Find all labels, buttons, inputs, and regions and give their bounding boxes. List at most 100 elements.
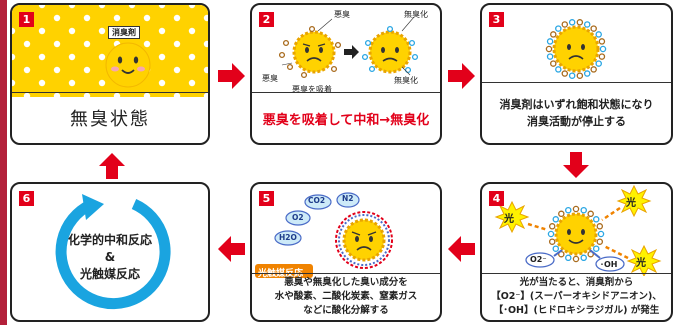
bubble-n2: N2	[342, 194, 354, 203]
molecule-dot	[587, 210, 594, 218]
cycle-ring-icon	[55, 194, 171, 310]
center-line: 化学的中和反応	[67, 233, 152, 247]
molecule-dot	[572, 205, 580, 213]
light-label: 光	[626, 198, 636, 209]
molecule-dot	[583, 21, 591, 28]
gas-bubble	[274, 192, 360, 246]
smiling-face	[554, 212, 598, 256]
molecule-dot	[548, 223, 556, 230]
panel-5-caption: 悪臭や無臭化した臭い成分を 水や酸素、二酸化炭素、窒素ガス などに酸化分解する	[252, 273, 440, 320]
molecule-dot	[583, 70, 591, 77]
arrow-left-icon	[218, 236, 245, 262]
molecule-dot	[555, 25, 562, 32]
light-label: 光	[504, 214, 514, 225]
adsorption-illustration	[278, 16, 419, 79]
honeycomb-illustration	[12, 5, 208, 97]
caption-line: 消臭活動が停止する	[527, 115, 626, 128]
decomposition-illustration	[255, 192, 393, 278]
molecule-dot	[561, 21, 569, 28]
molecule-dot	[580, 206, 587, 214]
left-edge-bar	[0, 0, 7, 325]
molecule-dot	[565, 206, 572, 214]
molecule-dot	[580, 254, 587, 262]
panel-3-caption: 消臭剤はいずれ飽和状態になり 消臭活動が停止する	[482, 82, 671, 143]
molecule-dot	[576, 19, 584, 26]
panel-6-center-text: 化学的中和反応 & 光触媒反応	[12, 232, 208, 283]
arrow-left-icon	[448, 236, 475, 262]
caption-line: 悪臭や無臭化した臭い成分を	[284, 277, 408, 288]
panel-6: 6 化学的中和反応 & 光触媒反応	[10, 182, 210, 322]
photocatalysis-tag: 光触媒反応	[258, 269, 304, 279]
molecule-dot	[565, 254, 572, 262]
panel-1: 1 消臭剤 無臭状態	[10, 3, 210, 145]
hydroxyl-label: ･OH	[600, 260, 618, 269]
arrow-right-icon	[218, 63, 245, 89]
panel-4: 4 光 光 光 O2⁻ ･OH 光が当たると、消臭剤から 【O2⁻】(スーパーオ…	[480, 182, 673, 322]
molecule-dot	[598, 38, 606, 45]
caption-line: などに酸化分解する	[303, 305, 389, 316]
molecule-dot	[552, 245, 560, 252]
molecule-dot	[561, 70, 569, 77]
superoxide-label: O2⁻	[530, 255, 547, 264]
molecule-dot	[592, 216, 600, 223]
step-number: 6	[19, 191, 34, 206]
arrow-down-icon	[563, 152, 589, 178]
light-burst-icon	[616, 184, 652, 218]
saturated-molecules	[545, 19, 607, 79]
panel-1-caption: 無臭状態	[12, 92, 208, 143]
arrow-icon	[344, 45, 359, 59]
sad-face	[552, 25, 600, 73]
molecule-dot	[568, 19, 576, 26]
molecule-dot	[592, 245, 600, 252]
bubble-h2o: H2O	[279, 233, 297, 242]
caption-line: 光が当たると、消臭剤から	[519, 277, 634, 288]
molecule-dot	[599, 45, 607, 53]
panel-2-caption: 悪臭を吸着して中和→無臭化	[252, 92, 440, 143]
worried-face	[278, 25, 342, 79]
sweating-face	[361, 25, 419, 74]
light-burst-icon	[626, 244, 662, 276]
molecule-dot	[568, 72, 576, 79]
bubble-co2: CO2	[308, 196, 326, 205]
molecule-dot	[550, 60, 557, 67]
step-number: 2	[259, 12, 274, 27]
molecule-dot	[546, 53, 554, 60]
step-number: 5	[259, 191, 274, 206]
molecule-dot	[547, 230, 555, 238]
label-adsorb: 悪臭を吸着	[292, 85, 332, 94]
panel-5: 5 CO2 N2 O2 H2O 光触媒反応 悪臭や無臭化した臭い成分を 水や酸素…	[250, 182, 442, 322]
arrow-up-icon	[99, 153, 125, 179]
center-line: &	[104, 250, 116, 264]
arrow-right-icon	[448, 63, 475, 89]
caption-line: 【O2⁻】(スーパーオキシドアニオン)、	[491, 291, 662, 302]
molecule-dot	[545, 45, 553, 53]
smiley-face	[105, 42, 151, 88]
caption-line: 水や酸素、二酸化炭素、窒素ガス	[274, 291, 418, 302]
step-number: 4	[489, 191, 504, 206]
molecule-dot	[597, 230, 605, 238]
molecule-dot	[572, 255, 580, 263]
panel-2: 2 悪臭 無臭化 悪臭 無臭化 悪臭を吸着 悪臭を吸着して中和→無臭化	[250, 3, 442, 145]
panel-4-caption: 光が当たると、消臭剤から 【O2⁻】(スーパーオキシドアニオン)、 【･OH】(…	[482, 273, 671, 320]
step-number: 3	[489, 12, 504, 27]
molecule-dot	[590, 25, 597, 32]
step-number: 1	[19, 12, 34, 27]
caption-line: 【･OH】(ヒドロキシラジガル) が発生	[493, 305, 660, 316]
molecule-dot	[596, 223, 604, 230]
label-odor-left: 悪臭	[262, 74, 278, 83]
molecule-dot	[555, 66, 562, 73]
molecule-dot	[590, 66, 597, 73]
molecule-dot	[548, 238, 556, 245]
center-line: 光触媒反応	[79, 267, 140, 281]
molecule-dot	[576, 72, 584, 79]
angry-face	[342, 218, 386, 262]
saturated-illustration	[545, 19, 607, 79]
panel-3: 3 消臭剤はいずれ飽和状態になり 消臭活動が停止する	[480, 3, 673, 145]
caption-line: 消臭剤はいずれ飽和状態になり	[499, 98, 654, 111]
molecule-dot	[595, 31, 602, 38]
molecule-dot	[598, 53, 606, 60]
light-reaction-illustration	[494, 184, 662, 276]
bubble-o2: O2	[292, 213, 304, 222]
label-odor-top: 悪臭	[334, 10, 350, 19]
molecule-dot	[595, 60, 602, 67]
